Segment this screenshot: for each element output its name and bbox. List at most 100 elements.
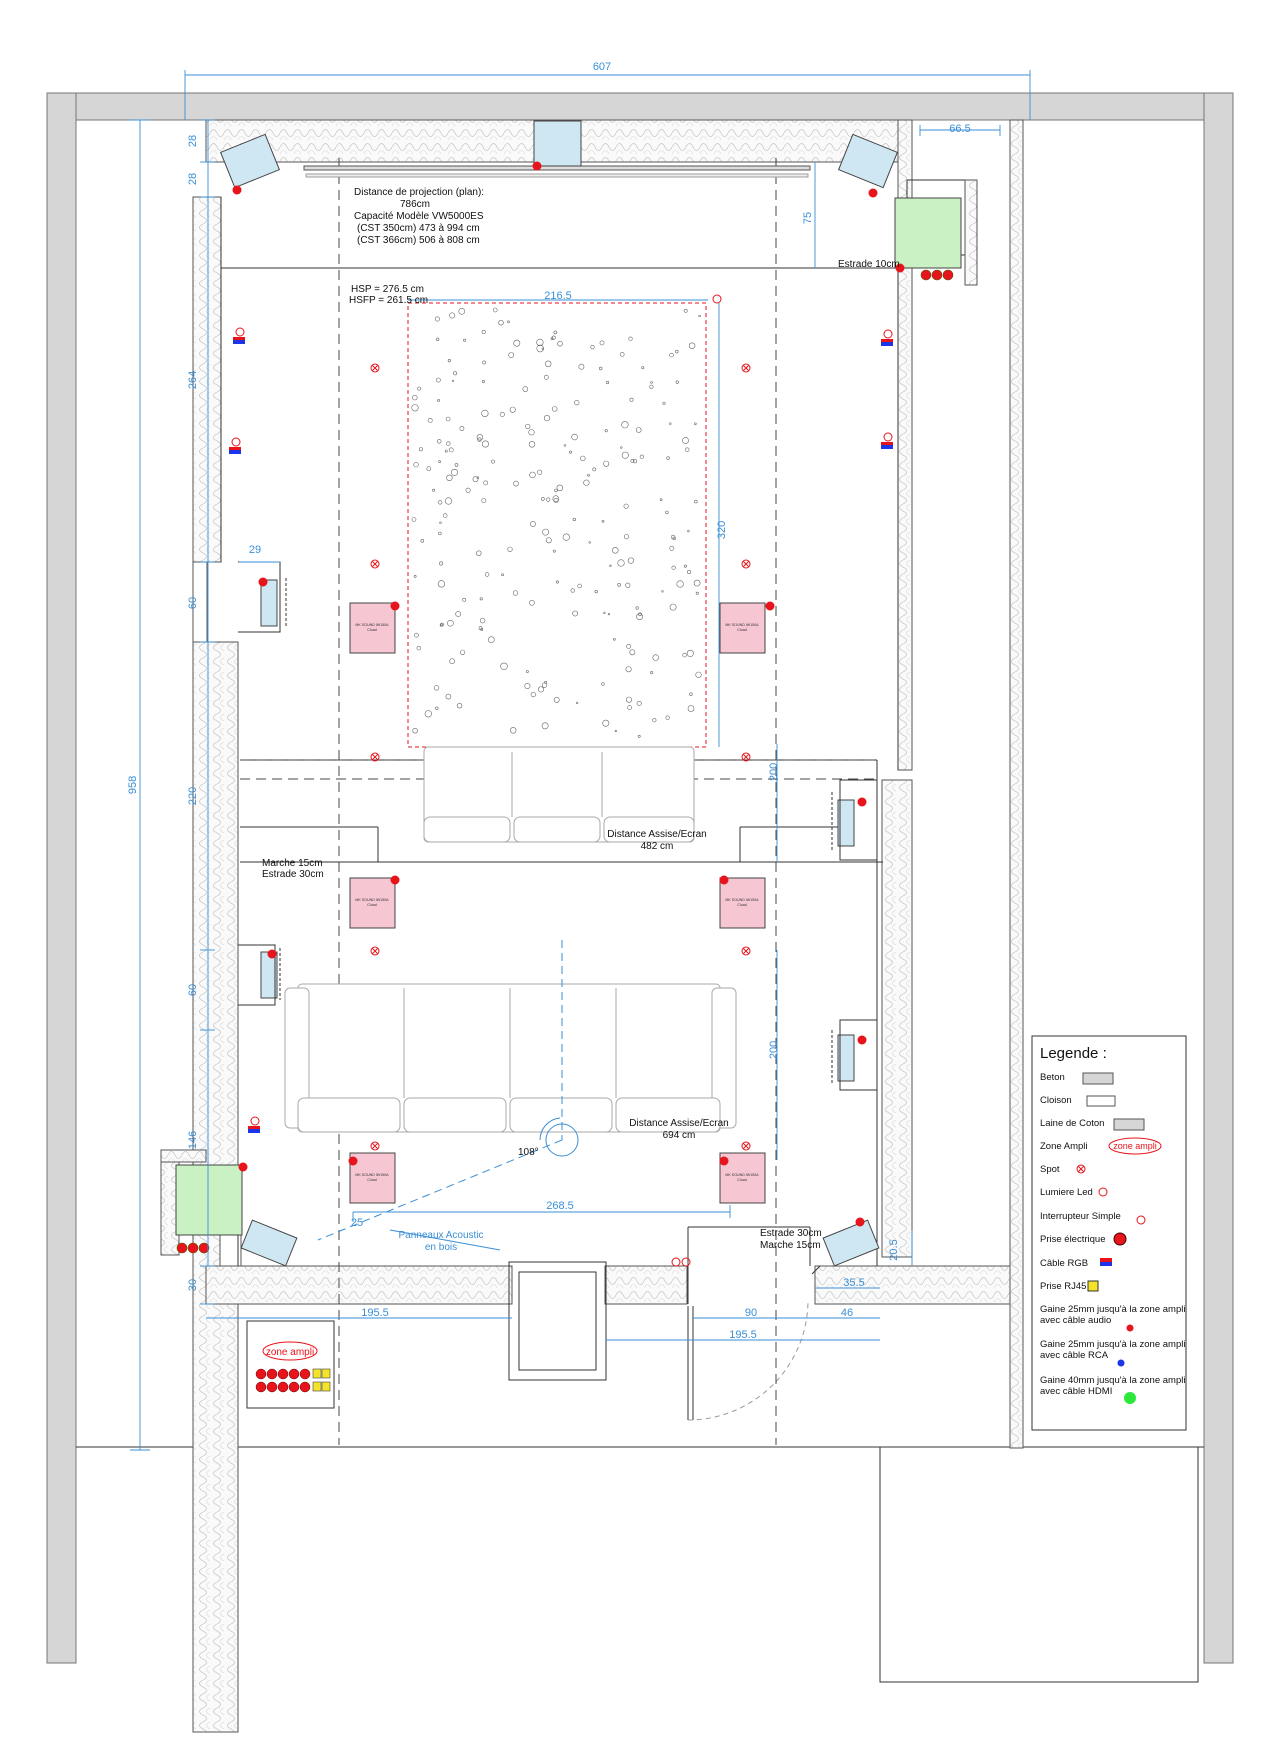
- estrade-30-note: Estrade 30cm: [262, 869, 324, 880]
- seat-distance-1-line2: 482 cm: [641, 841, 674, 852]
- svg-text:MK SOUND IW150A: MK SOUND IW150A: [725, 623, 759, 627]
- legend-rj45-icon: [1087, 1280, 1099, 1292]
- dim-wall-top-2: 28: [187, 173, 199, 185]
- dim-left-220: 220: [187, 787, 199, 805]
- dim-right-200-b: 200: [768, 1041, 780, 1059]
- dim-total-height: 958: [127, 776, 139, 794]
- dim-left-60-b: 60: [187, 984, 199, 996]
- legend-spot: Spot: [1040, 1164, 1060, 1175]
- dim-left-30: 30: [187, 1279, 199, 1291]
- legend-cloison: Cloison: [1040, 1095, 1072, 1106]
- legend-interrupteur: Interrupteur Simple: [1040, 1211, 1121, 1222]
- amp-zone: zone ampli: [255, 1341, 331, 1393]
- projection-screen: [303, 165, 811, 178]
- dim-right-20: 20.5: [888, 1239, 900, 1260]
- annotations: Distance de projection (plan): 786cm Cap…: [262, 187, 900, 1251]
- star-ceiling-zone: [407, 302, 707, 748]
- dim-right-gap: 66.5: [949, 123, 970, 135]
- dim-bottom-195-left: 195.5: [361, 1307, 389, 1319]
- dim-star-width: 216.5: [544, 290, 572, 302]
- dim-total-width: 607: [593, 61, 611, 73]
- hsp-note: HSP = 276.5 cm: [351, 284, 424, 295]
- legend-rca-dot: [1117, 1359, 1125, 1367]
- legend-beton: Beton: [1040, 1072, 1065, 1083]
- ceiling-spots: [370, 363, 751, 1151]
- seat-distance-2-line1: Distance Assise/Ecran: [629, 1118, 729, 1129]
- dim-right-75: 75: [802, 212, 814, 224]
- star-ceiling-points: [411, 307, 702, 738]
- legend-audio-1: Gaine 25mm jusqu'à la zone ampli: [1040, 1304, 1185, 1315]
- hsfp-note: HSFP = 261.5 cm: [349, 295, 428, 306]
- legend-led: Lumiere Led: [1040, 1187, 1093, 1198]
- svg-text:MK SOUND IW150A: MK SOUND IW150A: [355, 623, 389, 627]
- listening-angle: [317, 940, 579, 1251]
- legend-laine: Laine de Coton: [1040, 1118, 1104, 1129]
- projection-note-2: 786cm: [400, 199, 430, 210]
- projection-note-5: (CST 366cm) 506 à 808 cm: [357, 235, 480, 246]
- svg-text:Cload: Cload: [367, 1178, 376, 1182]
- legend-cloison-swatch: [1086, 1095, 1116, 1107]
- dim-left-146: 146: [187, 1131, 199, 1149]
- svg-text:Cload: Cload: [367, 903, 376, 907]
- dim-speakers-268: 268.5: [546, 1200, 574, 1212]
- legend-rgb-icon: [1100, 1258, 1112, 1266]
- dimension-labels: 607 66.5 216.5 29 195.5 90 46 195.5 35.5…: [249, 61, 971, 1341]
- legend-beton-swatch: [1082, 1072, 1114, 1085]
- projection-note-3: Capacité Modèle VW5000ES: [354, 211, 484, 222]
- dimension-lines: [130, 70, 1031, 1451]
- panneaux-note-1: Panneaux Acoustic: [398, 1230, 483, 1241]
- audio-conduit-dots: [232, 161, 905, 1227]
- panel-annotation: Panneaux Acoustic en bois: [398, 1230, 483, 1253]
- panneaux-note-2: en bois: [425, 1242, 457, 1253]
- projection-note-1: Distance de projection (plan):: [354, 187, 484, 198]
- sofa-row-2: [284, 983, 737, 1133]
- dim-left-264: 264: [187, 371, 199, 389]
- adjacent-room: [879, 1446, 1199, 1683]
- svg-text:MK SOUND IW150A: MK SOUND IW150A: [725, 1173, 759, 1177]
- svg-text:MK SOUND IW150A: MK SOUND IW150A: [355, 898, 389, 902]
- svg-text:MK SOUND IW150A: MK SOUND IW150A: [355, 1173, 389, 1177]
- legend-spot-icon: [1076, 1164, 1086, 1174]
- legend-title: Legende :: [1040, 1045, 1107, 1062]
- estrade-30b-note: Estrade 30cm: [760, 1228, 822, 1239]
- marche-15b-note: Marche 15cm: [760, 1240, 821, 1251]
- subwoofers: [160, 179, 978, 1256]
- marche-15-note: Marche 15cm: [262, 858, 323, 869]
- legend-laine-swatch: [1113, 1118, 1145, 1131]
- legend-outlet-icon: [1113, 1232, 1127, 1246]
- dim-wall-top-1: 28: [187, 135, 199, 147]
- seat-distance-2-line2: 694 cm: [663, 1130, 696, 1141]
- legend-audio-dot: [1126, 1324, 1134, 1332]
- svg-text:Cload: Cload: [737, 1178, 746, 1182]
- sub-outlets: [176, 269, 954, 1254]
- dim-bottom-90: 90: [745, 1307, 757, 1319]
- legend-rgb: Câble RGB: [1040, 1258, 1088, 1269]
- dimension-labels-vertical: 28 28 264 60 220 60 146 30 958 75 320 20…: [127, 135, 900, 1291]
- svg-text:Cload: Cload: [737, 903, 746, 907]
- sofa-row-1: [423, 746, 695, 843]
- dim-niche-29: 29: [249, 544, 261, 556]
- dim-bottom-195-right: 195.5: [729, 1329, 757, 1341]
- front-side-speakers: [219, 120, 899, 1267]
- concrete-walls: [46, 92, 1234, 1664]
- legend-hdmi-2: avec câble HDMI: [1040, 1386, 1112, 1397]
- dim-left-60-a: 60: [187, 597, 199, 609]
- legend-zone-tag: zone ampli: [1113, 1141, 1157, 1151]
- legend-hdmi-1: Gaine 40mm jusqu'à la zone ampli: [1040, 1375, 1185, 1386]
- legend: Legende : Beton Cloison Laine de Coton Z…: [1031, 1035, 1187, 1431]
- projection-note-4: (CST 350cm) 473 à 994 cm: [357, 223, 480, 234]
- legend-rj45: Prise RJ45: [1040, 1281, 1086, 1292]
- dim-bottom-35: 35.5: [843, 1277, 864, 1289]
- legend-hdmi-dot: [1124, 1392, 1136, 1404]
- dim-star-height: 320: [716, 521, 728, 539]
- led-rgb-markers: [229, 294, 893, 1267]
- seat-distance-1-line1: Distance Assise/Ecran: [607, 829, 707, 840]
- legend-switch-icon: [1136, 1215, 1146, 1225]
- dim-right-200-a: 200: [768, 763, 780, 781]
- angle-note: 108°: [518, 1147, 539, 1158]
- guide-lines: [240, 158, 877, 1445]
- amp-zone-label: zone ampli: [266, 1347, 314, 1358]
- legend-zone: Zone Ampli: [1040, 1141, 1088, 1152]
- dim-bottom-46: 46: [841, 1307, 853, 1319]
